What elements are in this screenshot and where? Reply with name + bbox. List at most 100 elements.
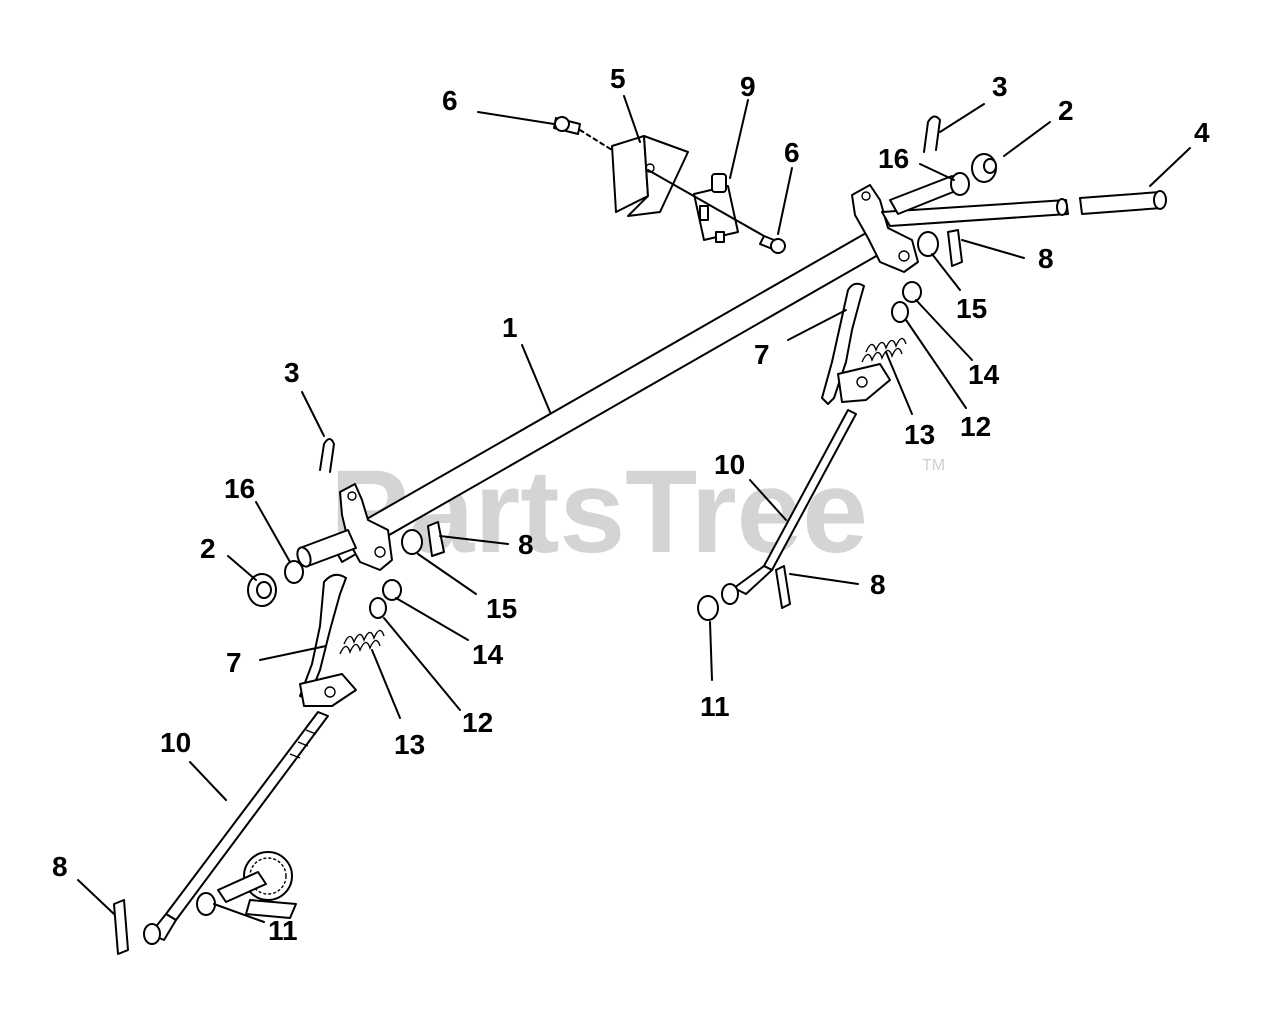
callout-3-left: 3 (284, 357, 300, 388)
washer-16-right (950, 172, 970, 196)
sleeve-part-4 (1079, 190, 1167, 215)
lever-7-right (821, 282, 891, 405)
assembly-line-5-6 (647, 169, 765, 237)
spring-13-left (339, 629, 385, 655)
callout-8-upper-right: 8 (1038, 243, 1054, 274)
assembly-line-6-5 (579, 129, 613, 151)
rod-10-left (143, 711, 329, 945)
gear-sector (217, 851, 297, 919)
callout-15-right: 15 (956, 293, 987, 324)
cotter-8-mid-left (427, 521, 445, 557)
screw-6-right (759, 235, 786, 254)
leader-14-right (915, 299, 973, 361)
leader-3-right (939, 103, 985, 133)
callout-8-mid-left: 8 (518, 529, 534, 560)
callout-15-left: 15 (486, 593, 517, 624)
leader-2-left (227, 555, 257, 581)
leader-8-lower-left (77, 879, 115, 915)
callout-10-left: 10 (160, 727, 191, 758)
callout-7-left: 7 (226, 647, 242, 678)
washer-11-left (196, 892, 216, 916)
leader-15-right (931, 253, 961, 291)
callout-5: 5 (610, 63, 626, 94)
leader-7-right (787, 309, 847, 341)
callout-2-right: 2 (1058, 95, 1074, 126)
cotter-8-lower-left (113, 899, 129, 955)
leader-11-left (213, 903, 265, 923)
callout-14-right: 14 (968, 359, 1000, 390)
bushing-2-left (247, 573, 277, 607)
leader-4 (1149, 147, 1191, 187)
callout-13-left: 13 (394, 729, 425, 760)
callout-13-right: 13 (904, 419, 935, 450)
leader-8-upper-right (961, 239, 1025, 259)
leader-9 (729, 99, 749, 179)
callout-10-right: 10 (714, 449, 745, 480)
nut-14-right (902, 281, 922, 303)
leader-8-mid-left (439, 535, 509, 545)
spring-13-right (861, 337, 907, 363)
left-stub-pin (296, 529, 357, 568)
washer-12-right (891, 301, 909, 323)
leader-11-right (709, 621, 713, 681)
leader-12-left (383, 617, 461, 711)
washer-15-right (917, 231, 939, 257)
leader-6-right (777, 167, 793, 235)
callout-8-mid-right: 8 (870, 569, 886, 600)
callout-2-left: 2 (200, 533, 216, 564)
hairpin-3-left (319, 438, 335, 473)
leader-16-left (255, 501, 291, 563)
screw-6-left (553, 116, 581, 135)
nut-14-left (382, 579, 402, 601)
leader-3-left (301, 391, 325, 437)
leader-6-left (477, 111, 555, 125)
callout-1: 1 (502, 312, 518, 343)
leader-2-right (1003, 121, 1051, 157)
callout-8-lower-left: 8 (52, 851, 68, 882)
bracket-5 (611, 135, 689, 217)
callout-6-right: 6 (784, 137, 800, 168)
leader-13-left (371, 649, 401, 719)
hairpin-3-right (923, 115, 941, 153)
cotter-8-upper-right (947, 229, 963, 267)
callout-7-right: 7 (754, 339, 770, 370)
callout-14-left: 14 (472, 639, 504, 670)
callout-3-right: 3 (992, 71, 1008, 102)
right-shaft-arm (851, 184, 919, 273)
leader-7-left (259, 645, 327, 661)
leader-14-left (395, 597, 469, 641)
leader-15-left (417, 553, 477, 595)
callout-6-left: 6 (442, 85, 458, 116)
switch-9 (693, 173, 739, 243)
bushing-2-right (971, 153, 997, 183)
callout-9: 9 (740, 71, 756, 102)
washer-15-left (401, 529, 423, 555)
callout-16-left: 16 (224, 473, 255, 504)
right-upper-arm (881, 175, 1069, 227)
leader-10-right (749, 479, 787, 521)
leader-1 (521, 344, 551, 413)
cotter-8-mid-right (775, 565, 791, 609)
leader-10-left (189, 761, 227, 801)
leader-5 (623, 95, 641, 143)
leader-13-right (885, 351, 913, 415)
leader-12-right (905, 319, 967, 409)
callout-labels: 1 2 2 3 3 4 5 6 6 7 7 8 8 8 8 9 10 10 11… (52, 63, 1210, 946)
callout-16-right: 16 (878, 143, 909, 174)
washer-12-left (369, 597, 387, 619)
watermark-trademark: TM (922, 457, 945, 474)
washer-11-right (697, 595, 719, 621)
leader-16-right (919, 163, 955, 181)
washer-16-left (284, 560, 304, 584)
leader-8-mid-right (789, 573, 859, 585)
callout-12-right: 12 (960, 411, 991, 442)
lever-7-left (299, 573, 357, 707)
callout-11-right: 11 (700, 691, 730, 722)
rod-10-right (721, 409, 857, 605)
callout-11-left: 11 (268, 915, 298, 946)
callout-4: 4 (1194, 117, 1210, 148)
leader-lines (77, 95, 1191, 923)
callout-12-left: 12 (462, 707, 493, 738)
